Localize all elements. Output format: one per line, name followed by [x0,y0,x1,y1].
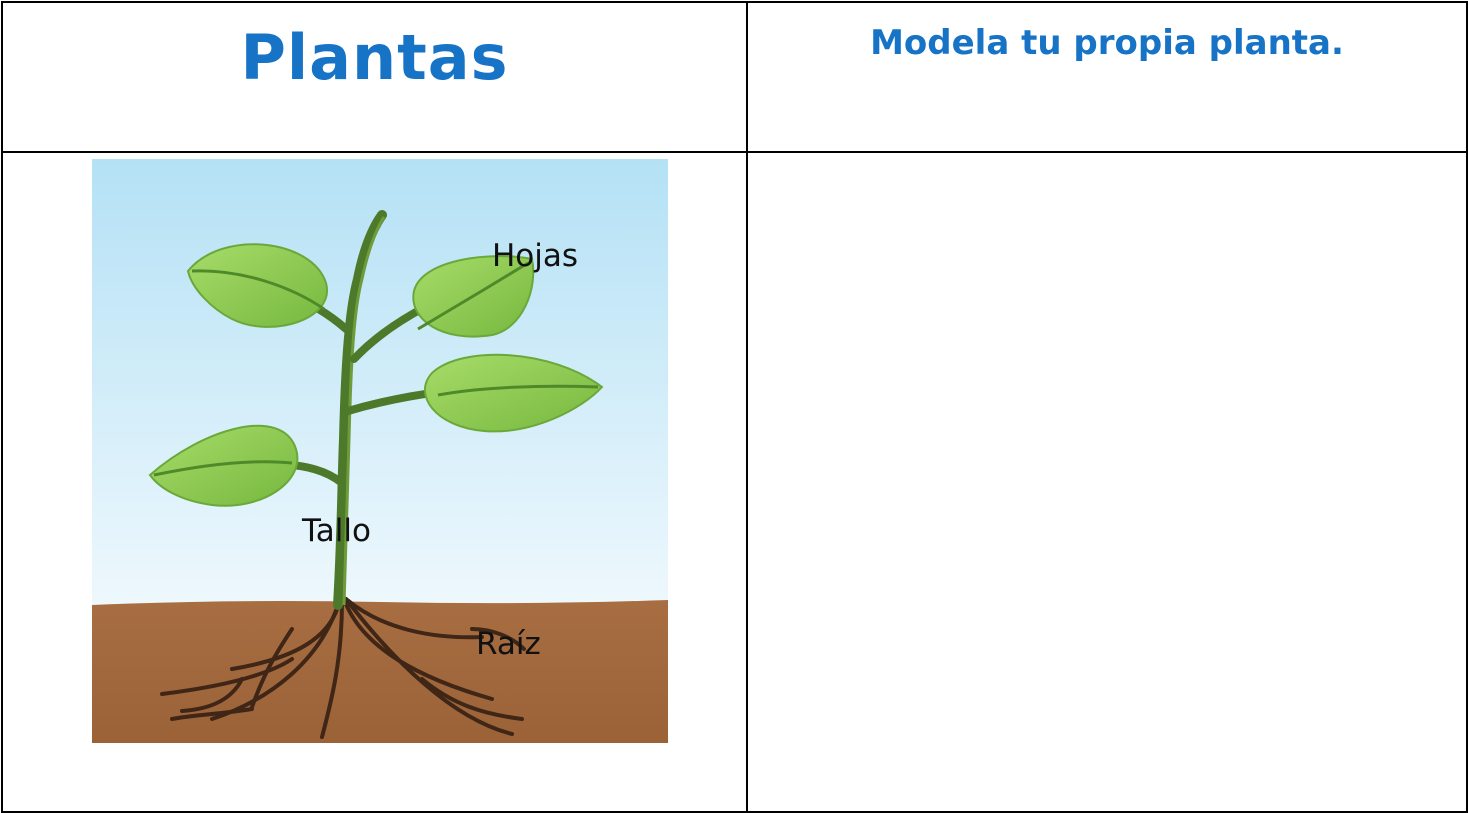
leaf-lower-left [148,424,299,507]
label-leaves: Hojas [492,238,578,274]
label-root: Raíz [476,626,541,662]
title-cell: Plantas [1,1,748,153]
plant-diagram: Hojas Tallo Raíz [92,159,668,743]
leaf-middle-right [424,353,604,433]
leaf-top-right [412,255,535,338]
diagram-cell: Hojas Tallo Raíz [1,151,748,813]
plant-illustration: Hojas Tallo Raíz [92,159,668,743]
drawing-area-cell[interactable] [746,151,1468,813]
leaf-top-left [186,243,329,328]
roots [160,597,526,739]
subtitle-cell: Modela tu propia planta. [746,1,1468,153]
label-stem: Tallo [301,513,371,549]
stem [333,210,387,610]
page-subtitle: Modela tu propia planta. [870,23,1344,63]
soil [92,600,668,743]
page-title: Plantas [240,21,509,94]
